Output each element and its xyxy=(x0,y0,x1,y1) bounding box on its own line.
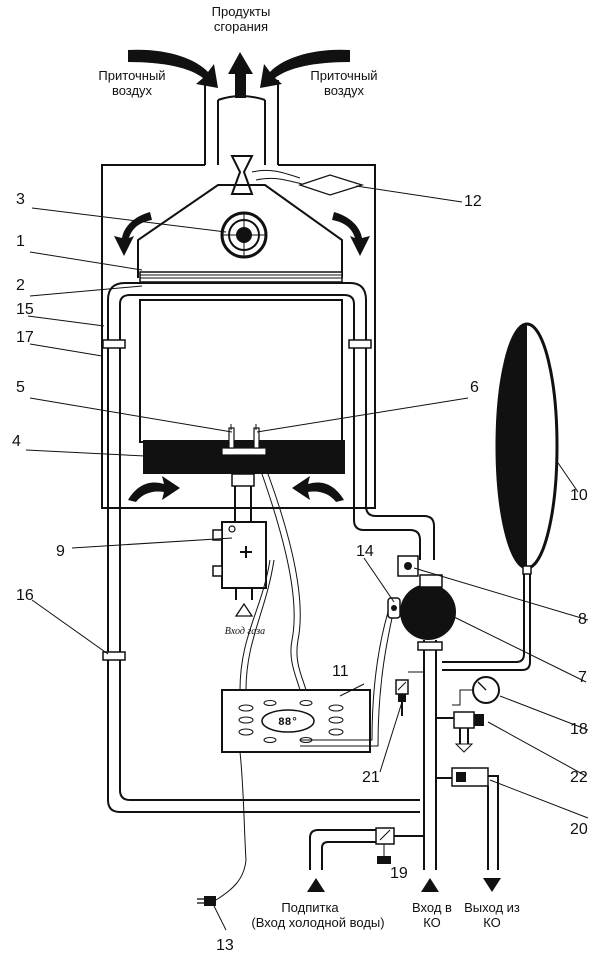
callout-18: 18 xyxy=(570,721,588,738)
expansion-tank xyxy=(442,322,559,671)
return-pipe-left xyxy=(102,339,420,813)
callout-2: 2 xyxy=(16,277,25,294)
exchanger-pipes xyxy=(107,282,367,345)
gas-inlet-label: Вход газа xyxy=(225,626,265,637)
cold-water-pipe xyxy=(309,827,424,870)
outlet-co-label-line2: КО xyxy=(483,915,501,930)
gas-valve xyxy=(212,521,267,617)
makeup-arrow xyxy=(307,878,325,892)
callout-16: 16 xyxy=(16,587,34,604)
callout-9: 9 xyxy=(56,543,65,560)
callout-19: 19 xyxy=(390,865,408,882)
boiler-casing xyxy=(101,80,376,509)
makeup-label-line2: (Вход холодной воды) xyxy=(251,915,384,930)
flow-arrow-left-burner xyxy=(128,476,180,502)
bypass-valve xyxy=(436,767,499,870)
callout-11: 11 xyxy=(332,663,349,680)
makeup-label-line1: Подпитка xyxy=(281,900,339,915)
inlet-co-label-line1: Вход в xyxy=(412,900,452,915)
control-wires xyxy=(215,473,307,901)
callout-5: 5 xyxy=(16,379,25,396)
inlet-co-arrow xyxy=(421,878,439,892)
power-plug xyxy=(197,896,216,906)
air-left-label-line2: воздух xyxy=(112,83,153,98)
air-pressure-switch xyxy=(251,169,365,196)
heat-exchanger xyxy=(139,271,343,283)
callout-leaders xyxy=(25,185,589,931)
callout-1: 1 xyxy=(16,233,25,250)
callout-14: 14 xyxy=(356,543,374,560)
water-pressure-switch xyxy=(300,597,401,747)
co-inlet-pipe xyxy=(417,640,443,870)
air-right-label-line1: Приточный xyxy=(310,68,377,83)
callout-15: 15 xyxy=(16,301,34,318)
air-left-label-line1: Приточный xyxy=(98,68,165,83)
flow-arrow-left-hood xyxy=(114,212,152,256)
outlet-co-label-line1: Выход из xyxy=(464,900,520,915)
burner xyxy=(143,440,345,474)
callout-3: 3 xyxy=(16,191,25,208)
intake-air-arrow-right xyxy=(260,49,350,88)
callout-8: 8 xyxy=(578,611,587,628)
outlet-co-arrow xyxy=(483,878,501,892)
products-label-line1: Продукты xyxy=(212,4,271,19)
venturi xyxy=(230,155,254,195)
products-label-line2: сгорания xyxy=(214,19,268,34)
fan xyxy=(220,211,268,259)
callout-numbers: 1 2 3 4 5 6 7 8 9 10 11 12 13 14 15 16 1… xyxy=(12,191,588,954)
callout-21: 21 xyxy=(362,769,380,786)
callout-17: 17 xyxy=(16,329,34,346)
callout-12: 12 xyxy=(464,193,482,210)
callout-7: 7 xyxy=(578,669,587,686)
gas-supply-pipe xyxy=(231,473,255,522)
circulation-pump xyxy=(400,574,456,640)
inlet-co-label-line2: КО xyxy=(423,915,441,930)
control-panel xyxy=(221,689,371,753)
flow-arrow-right-burner xyxy=(292,476,344,502)
ignition-electrodes xyxy=(221,424,267,456)
pressure-gauge xyxy=(452,676,500,706)
display-readout: 88° xyxy=(278,717,298,729)
flow-pipe-right xyxy=(348,339,435,560)
flow-arrow-right-hood xyxy=(332,212,370,256)
combustion-chamber xyxy=(139,299,343,443)
air-right-label-line2: воздух xyxy=(324,83,365,98)
makeup-tap xyxy=(436,711,484,753)
callout-13: 13 xyxy=(216,937,234,954)
callout-20: 20 xyxy=(570,821,588,838)
safety-valve xyxy=(395,671,424,716)
flue-hood xyxy=(137,184,343,278)
callout-10: 10 xyxy=(570,487,588,504)
intake-air-arrow-left xyxy=(128,49,218,88)
callout-22: 22 xyxy=(570,769,588,786)
flue-exhaust-arrow xyxy=(228,52,253,98)
callout-6: 6 xyxy=(470,379,479,396)
air-vent xyxy=(397,555,419,577)
callout-4: 4 xyxy=(12,433,21,450)
